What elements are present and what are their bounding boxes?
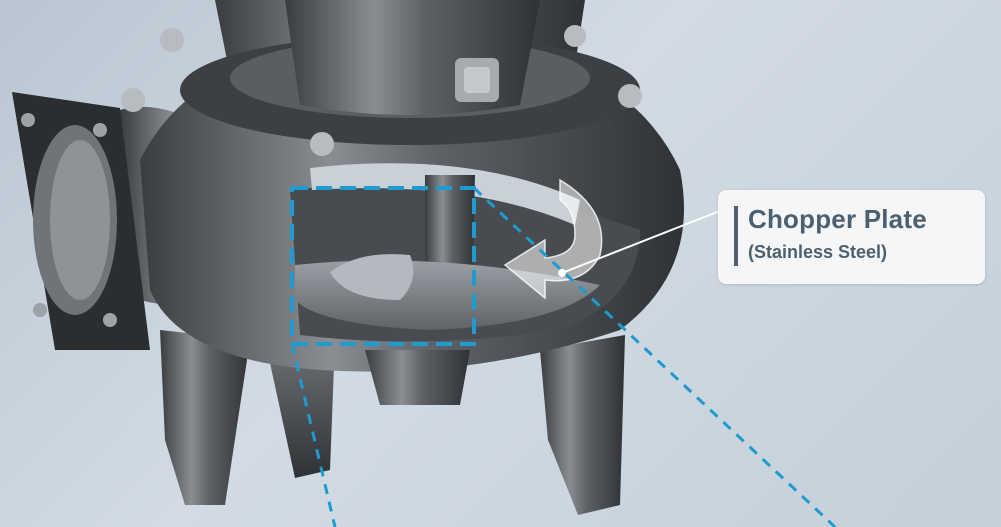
pump-leg-right bbox=[540, 335, 625, 515]
leader-line-left bbox=[290, 343, 337, 527]
casing-bottom-boss bbox=[365, 350, 470, 405]
flange-bolt-hole bbox=[33, 303, 47, 317]
pump-leg-left bbox=[160, 330, 250, 505]
casing-bolt bbox=[564, 25, 586, 47]
casing-bolt bbox=[160, 28, 184, 52]
casing-bolt bbox=[121, 88, 145, 112]
callout-accent-bar bbox=[734, 206, 738, 266]
callout-pointer bbox=[561, 204, 736, 274]
callout-title: Chopper Plate bbox=[748, 204, 927, 234]
motor-neck bbox=[285, 0, 540, 115]
flange-bolt-hole bbox=[103, 313, 117, 327]
casing-bolt bbox=[618, 84, 642, 108]
flange-bolt-hole bbox=[93, 123, 107, 137]
pump-leg-back bbox=[265, 340, 335, 478]
callout-subtitle: (Stainless Steel) bbox=[748, 242, 888, 262]
flange-bolt-hole bbox=[21, 113, 35, 127]
callout-box: Chopper Plate (Stainless Steel) bbox=[718, 190, 985, 284]
casing-bolt bbox=[310, 132, 334, 156]
chopper-plate-ring bbox=[310, 163, 580, 225]
callout-pointer-dot bbox=[558, 269, 566, 277]
rotation-arrow bbox=[503, 178, 603, 300]
